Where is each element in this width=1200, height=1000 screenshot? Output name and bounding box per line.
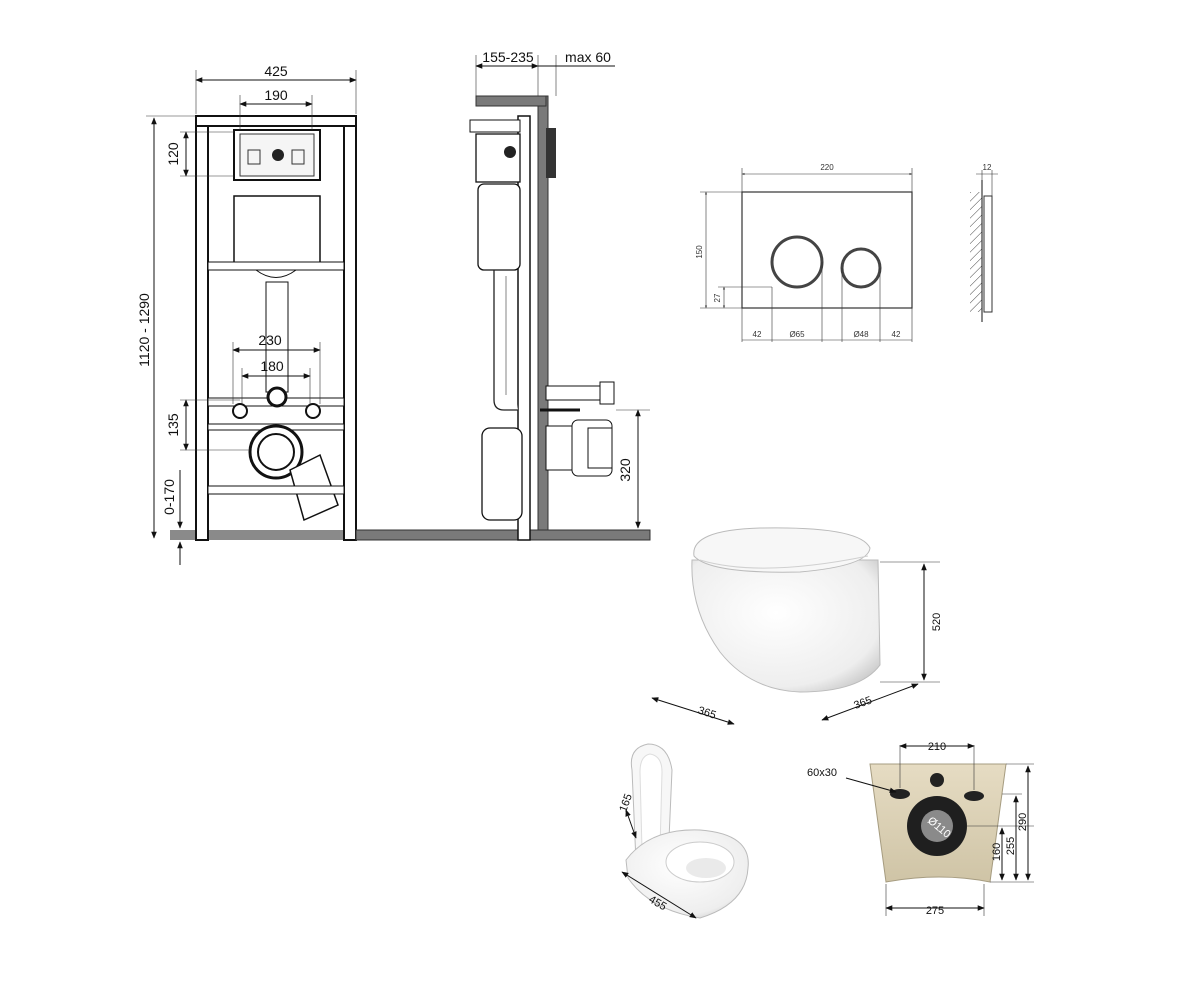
dim-height-range: 1120 - 1290 <box>136 293 152 367</box>
flush-plate <box>741 191 913 309</box>
dim-panel-width: 190 <box>264 87 288 103</box>
dim-h-outer: 290 <box>1017 813 1029 831</box>
dim-bowl-height: 520 <box>931 613 943 631</box>
bowl-back-photo: 210 60x30 Ø110 160 255 290 275 <box>807 741 1034 917</box>
dim-big-button: Ø65 <box>789 330 805 339</box>
flush-plate-drawing: 220 150 27 42 Ø65 Ø48 42 12 <box>695 163 998 342</box>
plate-profile <box>983 195 993 313</box>
bowl-lid <box>693 527 871 573</box>
big-flush-button <box>770 235 824 289</box>
dim-bowl-depth: 365 <box>696 705 717 722</box>
dim-h-mid: 255 <box>1005 837 1017 855</box>
water-inlet <box>266 386 288 408</box>
floor-side <box>355 529 651 541</box>
dim-bolt-spacing-inner: 180 <box>260 358 284 374</box>
front-view: 425 190 120 1120 - 1290 230 180 135 0-17… <box>136 63 650 565</box>
dim-bowl-width: 365 <box>852 694 873 712</box>
dim-outlet-elevation: 320 <box>617 458 633 482</box>
dim-button-offset: 27 <box>713 293 722 302</box>
frame-right-post <box>343 115 357 541</box>
dim-depth-range: 155-235 <box>482 49 534 65</box>
dim-bolt-spacing-outer: 230 <box>258 332 282 348</box>
small-flush-button <box>840 247 882 289</box>
dim-edge-left: 42 <box>753 330 762 339</box>
bowl-body <box>691 559 881 693</box>
side-view: 155-235 max 60 320 <box>355 49 651 541</box>
dim-edge-right: 42 <box>892 330 901 339</box>
plate-profile-wall <box>970 192 982 312</box>
side-mechanism <box>475 133 521 183</box>
dim-small-button: Ø48 <box>853 330 869 339</box>
dim-seat-gap: 165 <box>617 792 635 813</box>
bolt-right <box>305 403 321 419</box>
side-outlet <box>481 427 523 521</box>
dim-width-total: 425 <box>264 63 288 79</box>
dim-max-offset: max 60 <box>565 49 611 65</box>
dim-panel-height: 120 <box>165 142 181 166</box>
dim-outlet-height: 135 <box>165 413 181 437</box>
toilet-open-photo: 165 455 <box>617 743 749 919</box>
dim-floor-adjust: 0-170 <box>161 479 177 515</box>
dim-plate-thickness: 12 <box>983 163 992 172</box>
dim-plate-height: 150 <box>695 245 704 259</box>
dim-bottom-width: 275 <box>926 905 944 917</box>
back-slot-left <box>890 789 910 799</box>
back-slot-right <box>964 791 984 801</box>
frame-left-post <box>195 115 209 541</box>
cistern <box>233 195 321 267</box>
dim-h-inner: 160 <box>991 843 1003 861</box>
toilet-bowl-photo: 520 365 365 <box>651 527 943 725</box>
ceiling-ledge <box>475 95 547 107</box>
side-cistern <box>477 183 521 271</box>
frame-top-bar <box>195 115 357 127</box>
dim-plate-width: 220 <box>820 163 834 172</box>
dim-slot-size: 60x30 <box>807 767 837 779</box>
dim-mount-spacing: 210 <box>928 741 946 753</box>
bolt-left <box>232 403 248 419</box>
